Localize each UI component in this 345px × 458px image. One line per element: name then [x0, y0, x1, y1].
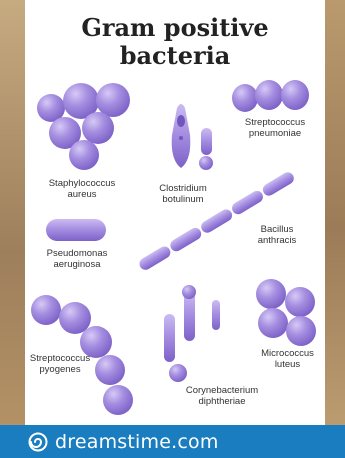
label-staphylococcus: Staphylococcus aureus: [37, 178, 127, 200]
label-clostridium: Clostridium botulinum: [143, 183, 223, 205]
label-line: Streptococcus: [25, 353, 95, 364]
footer-brand-text: dreamstime.com: [55, 431, 219, 453]
streptococcus-pneumoniae-cells: [232, 80, 309, 112]
label-streptococcus-pyogenes: Streptococcus pyogenes: [25, 353, 95, 375]
label-line: diphtheriae: [177, 396, 267, 407]
corynebacterium-cells: [164, 285, 220, 382]
label-line: Clostridium: [143, 183, 223, 194]
background-left-texture: [0, 0, 25, 458]
label-line: Pseudomonas: [32, 248, 122, 259]
background-right-texture: [325, 0, 345, 458]
label-line: Staphylococcus: [37, 178, 127, 189]
label-line: pyogenes: [25, 364, 95, 375]
watermark-footer: dreamstime.com: [0, 425, 345, 458]
micrococcus-cells: [256, 279, 316, 346]
label-line: aureus: [37, 189, 127, 200]
label-line: pneumoniae: [235, 128, 315, 139]
label-line: Corynebacterium: [177, 385, 267, 396]
pseudomonas-cell: [46, 219, 106, 241]
label-bacillus: Bacillus anthracis: [242, 224, 312, 246]
label-line: anthracis: [242, 235, 312, 246]
label-line: botulinum: [143, 194, 223, 205]
label-streptococcus-pneumoniae: Streptococcus pneumoniae: [235, 117, 315, 139]
label-corynebacterium: Corynebacterium diphtheriae: [177, 385, 267, 407]
label-line: Micrococcus: [250, 348, 325, 359]
label-pseudomonas: Pseudomonas aeruginosa: [32, 248, 122, 270]
clostridium-cells: [172, 104, 213, 170]
label-line: aeruginosa: [32, 259, 122, 270]
staphylococcus-cells: [37, 83, 130, 170]
dreamstime-spiral-icon: [28, 432, 48, 452]
label-micrococcus: Micrococcus luteus: [250, 348, 325, 370]
label-line: Bacillus: [242, 224, 312, 235]
illustration-card: Gram positive bacteria: [25, 0, 325, 425]
label-line: Streptococcus: [235, 117, 315, 128]
label-line: luteus: [250, 359, 325, 370]
